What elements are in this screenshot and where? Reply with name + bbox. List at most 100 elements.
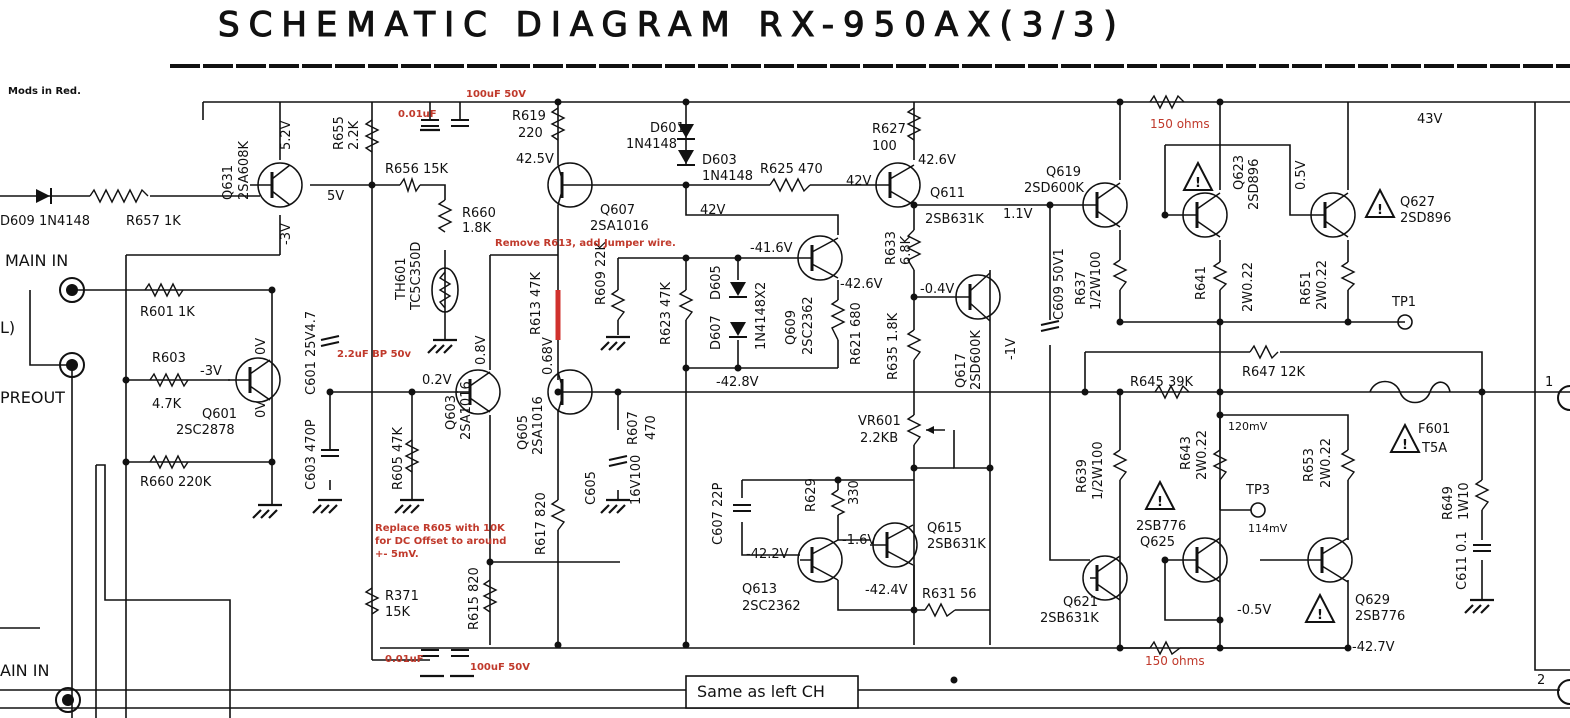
q603-v2: 0.2V [422,373,452,388]
q623-label: Q623 [1232,155,1247,190]
d603-type: 1N4148 [702,169,753,184]
svg-text:!: ! [1195,176,1201,191]
r605-mod-note-2: for DC Offset to around [375,536,506,547]
vr601-value: 2.2KB [860,431,898,446]
input-jacks [55,277,1570,713]
v426: -42.6V [840,277,883,292]
v422: -42.2V [746,547,789,562]
r605-mod-note-3: +- 5mV. [375,549,419,560]
c605-value: 16V100 [629,455,644,505]
r660b-label: R660 220K [140,475,212,490]
q617-label: Q617 [954,353,969,388]
c-bot-1-label: 0.01uF [385,654,424,665]
r603-label: R603 [152,351,186,366]
res-bot-label: 150 ohms [1145,654,1205,668]
c601-mod-label: 2.2uF BP 50v [337,349,411,360]
r605-label: R605 47K [391,426,406,490]
test-points [1220,314,1413,518]
out1-label: 1 [1545,375,1553,390]
q629-label: Q629 [1355,593,1390,608]
q631-type: 2SA608K [237,141,252,200]
r619-value: 220 [518,126,543,141]
q627-type: 2SD896 [1400,211,1451,226]
r653-value: 2W0.22 [1319,438,1334,488]
q631-v2: -3V [279,223,294,245]
q611-type: 2SB631K [925,212,984,227]
q603-v: 0.8V [474,335,489,365]
r623-label: R623 47K [659,281,674,345]
r627-value: 100 [872,139,897,154]
q603-label: Q603 [444,395,459,430]
c603-label: C603 470P [304,419,319,490]
tp1-label: TP1 [1391,295,1416,310]
c607-label: C607 22P [711,482,726,545]
svg-text:!: ! [1157,495,1163,510]
q605-v: 0.68V [541,337,556,375]
transistors [228,162,1356,601]
q601-v: -3V [200,364,222,379]
c601-label: C601 25V4.7 [304,311,319,395]
th601-label: TH601 [394,257,409,301]
f601-type: T5A [1421,441,1447,456]
d603-label: D603 [702,153,737,168]
q609-type: 2SC2362 [801,296,816,355]
mods-note: Mods in Red. [8,86,81,97]
v424: -42.4V [865,583,908,598]
fuse [1369,380,1451,404]
r605-mod-note-1: Replace R605 with 10K [375,523,506,534]
q619-label: Q619 [1046,165,1081,180]
d601-label: D601 [650,121,685,136]
v42b: 42V [700,203,726,218]
resistors [89,94,1490,656]
r607-label: R607 [626,411,641,445]
r639-label: R639 [1075,459,1090,493]
l-label: L) [0,318,15,337]
q631-v3: 5V [327,189,344,204]
v04: -0.4V [920,282,954,297]
res-top-label: 150 ohms [1150,117,1210,131]
r643-value: 2W0.22 [1195,430,1210,480]
ground-symbols [252,128,1494,678]
c-top-2-label: 100uF 50V [466,89,526,100]
r371-value: 15K [385,605,411,620]
r633-label: R633 [884,231,899,265]
q601-type: 2SC2878 [176,423,235,438]
r649-value: 1W10 [1457,482,1472,520]
r627-label: R627 [872,122,906,137]
v1: -1V [1004,338,1019,360]
r625-label: R625 470 [760,162,823,177]
mv114: 114mV [1248,522,1288,535]
r643-label: R643 [1179,436,1194,470]
d607-label: D607 [709,315,724,350]
q603-type: 2SA1016 [459,381,474,440]
f601-label: F601 [1418,422,1450,437]
junction-dots [122,98,1486,704]
c-top-1-label: 0.01uF [398,109,437,120]
d609-label: D609 1N4148 [0,214,90,229]
v42a: 42V [846,174,872,189]
r635-label: R635 1.8K [886,312,901,380]
v16: -1.6V [842,533,876,548]
q605-label: Q605 [516,415,531,450]
c609-label: C609 50V1 [1052,248,1067,320]
c-bot-2-label: 100uF 50V [470,662,530,673]
r601-label: R601 1K [140,305,195,320]
warning-triangles: ! ! ! ! ! [1144,160,1421,623]
svg-text:!: ! [1317,608,1323,623]
labels: D609 1N4148 R657 1K Q631 2SA608K 5.2V -3… [0,109,1553,701]
q629-type: 2SB776 [1355,609,1405,624]
q613-type: 2SC2362 [742,599,801,614]
r647-label: R647 12K [1242,365,1306,380]
svg-text:!: ! [1402,438,1408,453]
r371-label: R371 [385,589,419,604]
mod-notes: 0.01uF 100uF 50V 2.2uF BP 50v Remove R61… [337,89,1210,673]
thermistor [431,267,459,313]
capacitors [320,119,1491,657]
r629-label: R629 [804,478,819,512]
q617-type: 2SD600K [969,330,984,390]
main-in-label: MAIN IN [5,251,68,270]
diodes [36,124,747,338]
q611-label: Q611 [930,186,965,201]
